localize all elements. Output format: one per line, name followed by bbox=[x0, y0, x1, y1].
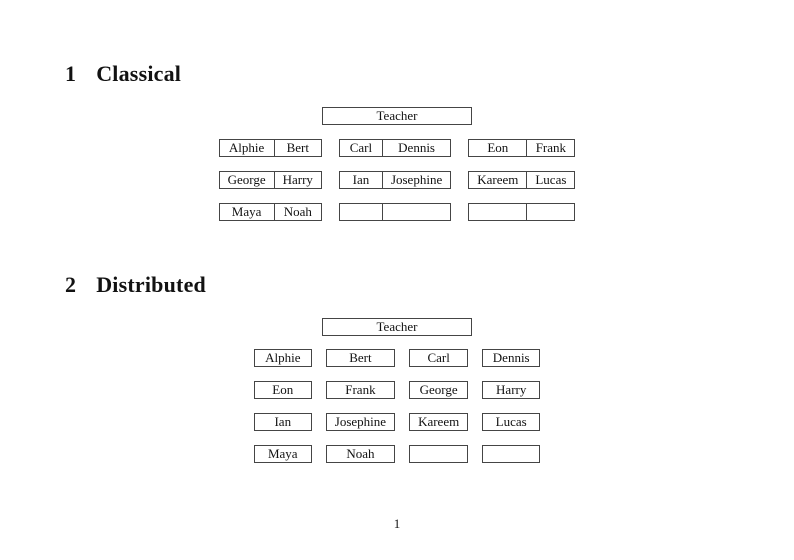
empty-desk bbox=[409, 445, 469, 463]
desk-dennis: Dennis bbox=[482, 349, 541, 367]
empty-desk bbox=[482, 445, 541, 463]
seat-carl: Carl bbox=[338, 139, 383, 157]
seat-bert: Bert bbox=[274, 139, 322, 157]
desk-george: George bbox=[409, 381, 469, 399]
desk-eon: Eon bbox=[253, 381, 312, 399]
seat-alphie: Alphie bbox=[218, 139, 275, 157]
seat-noah: Noah bbox=[274, 203, 322, 221]
teacher-box-classical: Teacher bbox=[322, 107, 472, 125]
desk-ian: Ian bbox=[253, 413, 312, 431]
seat-harry: Harry bbox=[274, 171, 322, 189]
desk-frank: Frank bbox=[325, 381, 396, 399]
desk-josephine: Josephine bbox=[325, 413, 396, 431]
desk-maya: Maya bbox=[253, 445, 312, 463]
desk-lucas: Lucas bbox=[482, 413, 541, 431]
seat-george: George bbox=[218, 171, 275, 189]
desk-carl: Carl bbox=[409, 349, 469, 367]
section-heading-distributed: 2 Distributed bbox=[65, 273, 206, 297]
section-number: 1 bbox=[65, 61, 77, 86]
seat-frank: Frank bbox=[527, 139, 576, 157]
seat-dennis: Dennis bbox=[382, 139, 452, 157]
seat-ian: Ian bbox=[338, 171, 383, 189]
teacher-box-distributed: Teacher bbox=[322, 318, 472, 336]
desk-alphie: Alphie bbox=[253, 349, 312, 367]
section-heading-classical: 1 Classical bbox=[65, 62, 181, 86]
section-title: Distributed bbox=[96, 272, 206, 297]
empty-seat bbox=[382, 203, 452, 221]
seat-maya: Maya bbox=[218, 203, 275, 221]
seat-kareem: Kareem bbox=[468, 171, 528, 189]
empty-seat bbox=[468, 203, 528, 221]
distributed-teacher-row: Teacher bbox=[0, 318, 794, 336]
desk-kareem: Kareem bbox=[409, 413, 469, 431]
seat-josephine: Josephine bbox=[382, 171, 452, 189]
empty-seat bbox=[338, 203, 383, 221]
page-number: 1 bbox=[393, 516, 401, 531]
desk-bert: Bert bbox=[325, 349, 396, 367]
section-title: Classical bbox=[96, 61, 182, 86]
desk-noah: Noah bbox=[325, 445, 396, 463]
classical-teacher-row: Teacher bbox=[0, 107, 794, 125]
section-number: 2 bbox=[65, 272, 77, 297]
seat-lucas: Lucas bbox=[527, 171, 576, 189]
empty-seat bbox=[527, 203, 576, 221]
desk-harry: Harry bbox=[482, 381, 541, 399]
seat-eon: Eon bbox=[468, 139, 528, 157]
